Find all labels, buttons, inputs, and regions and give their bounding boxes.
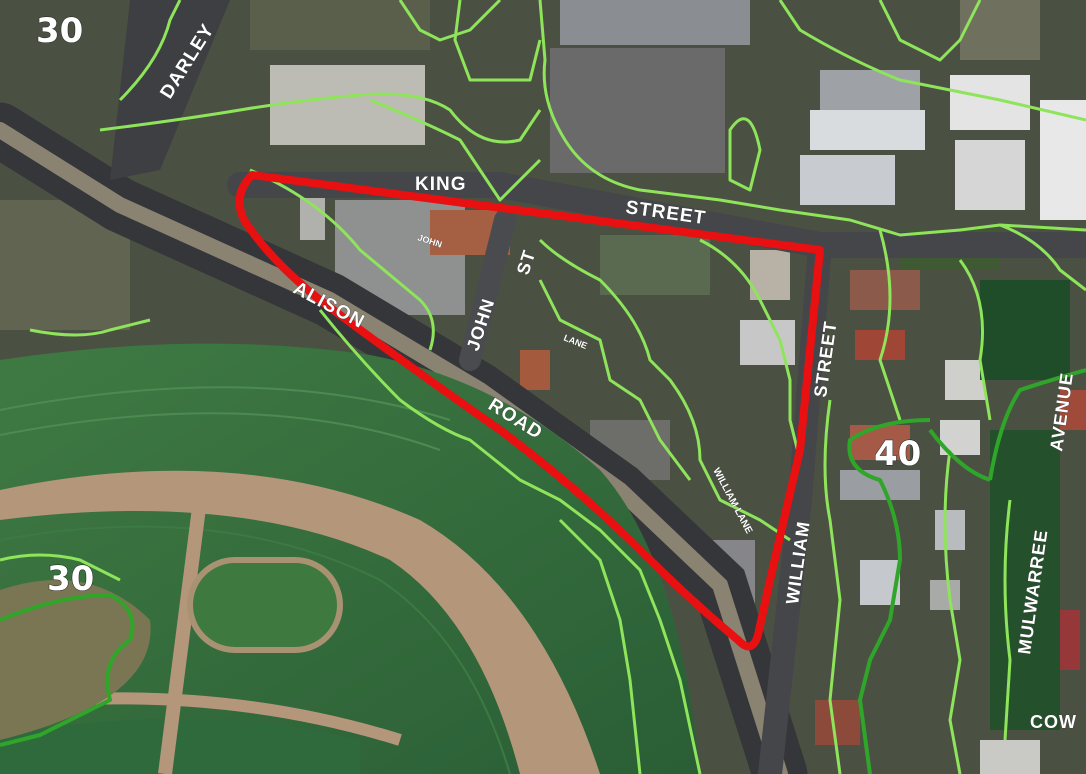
- cow-label: COW: [1030, 712, 1077, 732]
- contour-label-40: 40: [874, 434, 921, 474]
- contour-label-30-bottom: 30: [47, 559, 94, 599]
- contour-lines-major: [0, 368, 1086, 774]
- contour-label-30-top: 30: [36, 11, 83, 51]
- site-boundary: [235, 171, 824, 651]
- king-street-label: KING: [415, 174, 467, 195]
